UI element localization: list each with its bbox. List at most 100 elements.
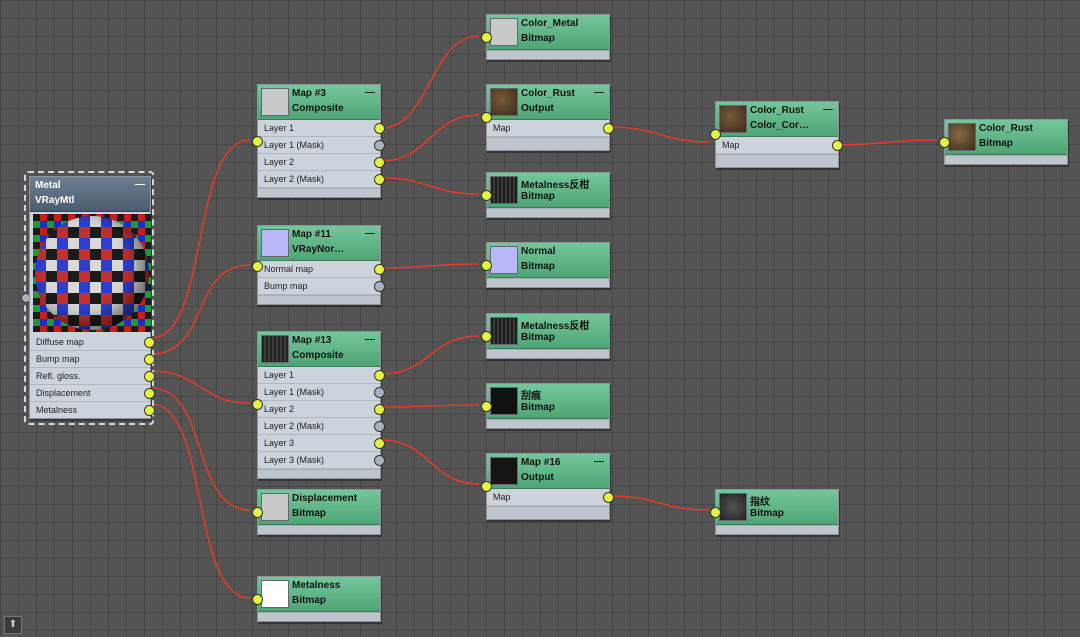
slot-displacement[interactable]: Displacement	[30, 385, 155, 402]
slot-socket[interactable]	[144, 337, 155, 348]
normal-bitmap-node[interactable]: Normal Bitmap	[481, 242, 610, 288]
metalness-fanzhi-bitmap-node-2[interactable]: Metalness反柑 Bitmap	[481, 313, 610, 359]
slot-layer-2-mask[interactable]: Layer 2 (Mask)	[258, 171, 385, 188]
map11-vraynormal-node[interactable]: Map #11 VRayNor… — Normal map Bump map	[252, 225, 385, 305]
color-metal-bitmap-node[interactable]: Color_Metal Bitmap	[481, 14, 610, 60]
node-title: 刮痕	[521, 391, 541, 402]
slot-map[interactable]: Map	[487, 489, 614, 506]
input-socket[interactable]	[481, 112, 492, 123]
node-header[interactable]: Color_Metal Bitmap	[487, 15, 609, 50]
node-header[interactable]: 指纹 Bitmap	[716, 490, 838, 525]
slot-socket[interactable]	[374, 157, 385, 168]
minimize-icon[interactable]: —	[365, 228, 375, 239]
node-header[interactable]: Map #13 Composite —	[258, 332, 380, 367]
metal-node-header[interactable]: Metal VRayMtl —	[30, 177, 150, 212]
slot-socket[interactable]	[374, 387, 385, 398]
input-socket[interactable]	[252, 136, 263, 147]
node-header[interactable]: Color_Rust Bitmap	[945, 120, 1067, 155]
slot-layer-1-mask[interactable]: Layer 1 (Mask)	[258, 137, 385, 154]
slot-socket[interactable]	[374, 421, 385, 432]
minimize-icon[interactable]: —	[135, 179, 145, 190]
color-rust-bitmap-node[interactable]: Color_Rust Bitmap	[939, 119, 1068, 165]
node-header[interactable]: Color_Rust Output —	[487, 85, 609, 120]
slot-layer-1[interactable]: Layer 1	[258, 367, 385, 384]
node-header[interactable]: Displacement Bitmap	[258, 490, 380, 525]
node-header[interactable]: 刮痕 Bitmap	[487, 384, 609, 419]
node-header[interactable]: Color_Rust Color_Cor… —	[716, 102, 838, 137]
input-socket[interactable]	[710, 507, 721, 518]
input-socket[interactable]	[481, 190, 492, 201]
slot-layer-2-mask[interactable]: Layer 2 (Mask)	[258, 418, 385, 435]
input-socket[interactable]	[252, 507, 263, 518]
input-socket[interactable]	[481, 260, 492, 271]
slot-layer-2[interactable]: Layer 2	[258, 154, 385, 171]
minimize-icon[interactable]: —	[594, 87, 604, 98]
metal-vraymtl-node[interactable]: Metal VRayMtl — Diffuse map Bump map Ref…	[29, 176, 155, 419]
slot-socket[interactable]	[603, 492, 614, 503]
slot-socket[interactable]	[144, 405, 155, 416]
slot-socket[interactable]	[374, 404, 385, 415]
node-header[interactable]: Map #11 VRayNor… —	[258, 226, 380, 261]
zhiwen-bitmap-node[interactable]: 指纹 Bitmap	[710, 489, 839, 535]
slot-socket[interactable]	[374, 123, 385, 134]
slot-map[interactable]: Map	[487, 120, 614, 137]
node-footer	[258, 469, 380, 478]
node-footer	[487, 137, 609, 150]
input-socket[interactable]	[939, 137, 950, 148]
slot-socket[interactable]	[144, 371, 155, 382]
slot-bump-map[interactable]: Bump map	[30, 351, 155, 368]
displacement-bitmap-node[interactable]: Displacement Bitmap	[252, 489, 381, 535]
minimize-icon[interactable]: —	[365, 87, 375, 98]
slot-map[interactable]: Map	[716, 137, 843, 154]
slot-layer-3[interactable]: Layer 3	[258, 435, 385, 452]
slot-socket[interactable]	[374, 455, 385, 466]
color-rust-color-correction-node[interactable]: Color_Rust Color_Cor… — Map	[710, 101, 843, 168]
slot-refl-gloss[interactable]: Refl. gloss.	[30, 368, 155, 385]
slot-socket[interactable]	[374, 174, 385, 185]
map16-output-node[interactable]: Map #16 Output — Map	[481, 453, 614, 520]
slot-layer-1[interactable]: Layer 1	[258, 120, 385, 137]
slot-diffuse-map[interactable]: Diffuse map	[30, 334, 155, 351]
node-header[interactable]: Map #3 Composite —	[258, 85, 380, 120]
node-header[interactable]: Metalness反柑 Bitmap	[487, 173, 609, 208]
slot-layer-1-mask[interactable]: Layer 1 (Mask)	[258, 384, 385, 401]
map13-composite-node[interactable]: Map #13 Composite — Layer 1 Layer 1 (Mas…	[252, 331, 385, 479]
node-header[interactable]: Map #16 Output —	[487, 454, 609, 489]
metalness-fanzhi-bitmap-node-1[interactable]: Metalness反柑 Bitmap	[481, 172, 610, 218]
input-socket[interactable]	[481, 401, 492, 412]
input-socket[interactable]	[252, 399, 263, 410]
guahen-bitmap-node[interactable]: 刮痕 Bitmap	[481, 383, 610, 429]
input-socket[interactable]	[481, 331, 492, 342]
slot-socket[interactable]	[832, 140, 843, 151]
minimize-icon[interactable]: —	[365, 334, 375, 345]
slot-normal-map[interactable]: Normal map	[258, 261, 385, 278]
slot-socket[interactable]	[144, 388, 155, 399]
pin-icon[interactable]: ⬆	[4, 616, 22, 634]
input-socket[interactable]	[710, 129, 721, 140]
slot-layer-2[interactable]: Layer 2	[258, 401, 385, 418]
input-socket[interactable]	[481, 481, 492, 492]
slot-bump-map[interactable]: Bump map	[258, 278, 385, 295]
metalness-bitmap-node[interactable]: Metalness Bitmap	[252, 576, 381, 622]
color-rust-output-node[interactable]: Color_Rust Output — Map	[481, 84, 614, 151]
minimize-icon[interactable]: —	[823, 104, 833, 115]
node-header[interactable]: Metalness Bitmap	[258, 577, 380, 612]
input-socket[interactable]	[252, 261, 263, 272]
node-header[interactable]: Normal Bitmap	[487, 243, 609, 278]
input-socket[interactable]	[481, 32, 492, 43]
metal-node-selection[interactable]: Metal VRayMtl — Diffuse map Bump map Ref…	[21, 171, 155, 425]
slot-socket[interactable]	[374, 370, 385, 381]
minimize-icon[interactable]: —	[594, 456, 604, 467]
map3-composite-node[interactable]: Map #3 Composite — Layer 1 Layer 1 (Mask…	[252, 84, 385, 198]
slot-metalness[interactable]: Metalness	[30, 402, 155, 418]
slot-layer-3-mask[interactable]: Layer 3 (Mask)	[258, 452, 385, 469]
slot-socket[interactable]	[374, 140, 385, 151]
slot-socket[interactable]	[374, 281, 385, 292]
slot-socket[interactable]	[144, 354, 155, 365]
node-header[interactable]: Metalness反柑 Bitmap	[487, 314, 609, 349]
slot-socket[interactable]	[374, 438, 385, 449]
slot-socket[interactable]	[603, 123, 614, 134]
slot-socket[interactable]	[374, 264, 385, 275]
wire-map13-l1-metalness	[380, 335, 480, 375]
input-socket[interactable]	[252, 594, 263, 605]
